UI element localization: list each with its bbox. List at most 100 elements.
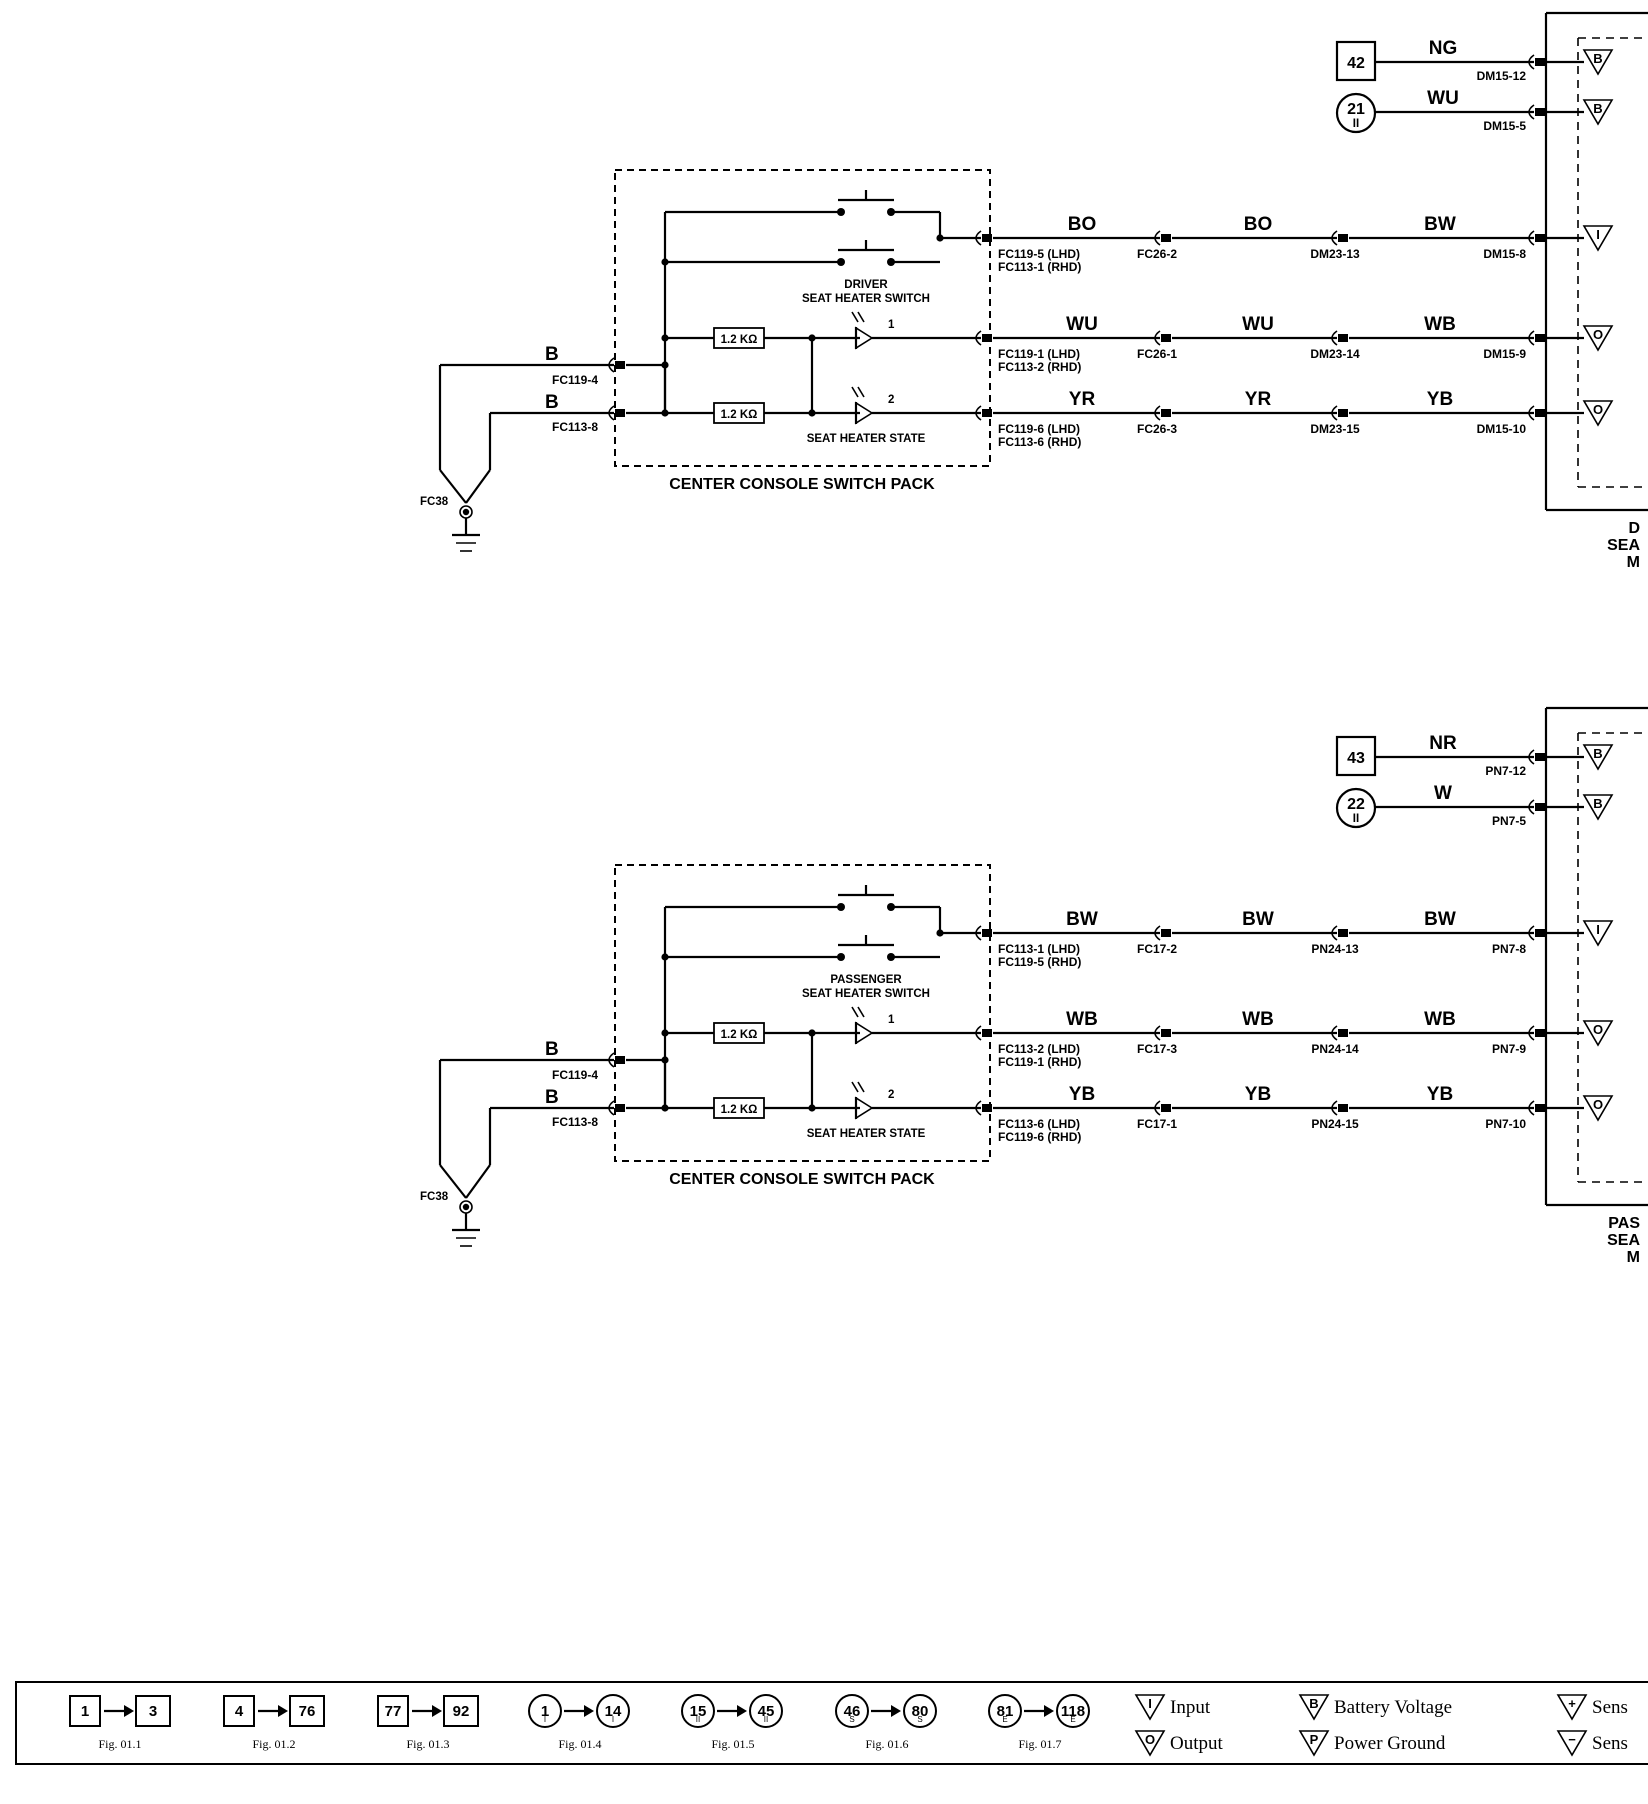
wire-segment [439, 469, 467, 504]
legend-circle-icon [681, 1694, 715, 1728]
legend-triangle-icon [1134, 1694, 1166, 1721]
legend-arrow-head [1044, 1705, 1054, 1717]
pin-letter: B [1593, 746, 1602, 761]
wire-color-label: YR [1245, 389, 1272, 410]
wire-color-label: WB [1242, 1009, 1274, 1030]
wire-segment [439, 1164, 467, 1199]
legend-symbol-label: Power Ground [1334, 1733, 1446, 1754]
switch-contact [837, 953, 845, 961]
pin-letter: I [1596, 227, 1600, 242]
reference-box-number: 42 [1347, 55, 1365, 72]
connector-arc [1154, 330, 1161, 346]
junction-dot [808, 1029, 816, 1037]
triangle-outline [1582, 1020, 1614, 1047]
connector-label: FC26-3 [1137, 422, 1177, 436]
reference-box-number: 43 [1347, 750, 1365, 767]
connector-arc [608, 1100, 615, 1116]
wire-color-label: YB [1069, 1084, 1095, 1105]
connector-arc [1331, 925, 1338, 941]
resistor-label: 1.2 KΩ [721, 334, 758, 346]
resistor-label: 1.2 KΩ [721, 409, 758, 421]
led-icon [851, 311, 874, 350]
wire-color-label: YB [1427, 389, 1453, 410]
legend-circle-icon [903, 1694, 937, 1728]
connector-icon [1154, 1025, 1171, 1041]
connector-label: PN7-12 [1485, 764, 1526, 778]
pin-triangle-icon: I [1582, 225, 1614, 252]
ground-point-label: FC38 [420, 1191, 449, 1203]
connector-label: FC26-1 [1137, 347, 1177, 361]
connector-arc [608, 1052, 615, 1068]
connector-arc [608, 357, 615, 373]
connector-label: PN7-8 [1492, 942, 1526, 956]
pin-triangle-icon: B [1582, 744, 1614, 771]
pin-triangle-icon: O [1582, 1020, 1614, 1047]
reference-circle-sub: II [1353, 813, 1359, 825]
reference-circle-number: 22 [1347, 796, 1365, 813]
connector-arc [1154, 405, 1161, 421]
connector-pin [1535, 1029, 1545, 1037]
connector-pin [1535, 58, 1545, 66]
wire-segment [465, 469, 491, 504]
legend-sub: E [1070, 1715, 1075, 1724]
connector-icon [1331, 330, 1348, 346]
connector-label: DM23-15 [1310, 422, 1360, 436]
legend-fig-label: Fig. 01.3 [406, 1737, 449, 1751]
wire-color-label: B [545, 1087, 559, 1108]
led-ray [851, 386, 859, 398]
legend-fig-label: Fig. 01.6 [865, 1737, 908, 1751]
legend-from: 81 [997, 1703, 1014, 1720]
push-switch-icon [837, 240, 895, 266]
wire-segment [465, 1164, 491, 1199]
resistor-label: 1.2 KΩ [721, 1104, 758, 1116]
switch-pack-label: CENTER CONSOLE SWITCH PACK [669, 476, 935, 493]
legend-triangle-letter: P [1310, 1732, 1319, 1747]
wire-color-label: YB [1245, 1084, 1271, 1105]
connector-label: FC113-6 (RHD) [998, 435, 1081, 449]
legend-symbol-label: Input [1170, 1697, 1211, 1718]
connector-label: FC113-8 [552, 420, 598, 434]
legend-fig-label: Fig. 01.2 [252, 1737, 295, 1751]
led-ray [851, 1006, 859, 1018]
connector-label: PN7-10 [1485, 1117, 1526, 1131]
connector-pin [1535, 803, 1545, 811]
switch-contact [887, 953, 895, 961]
legend-frame [15, 1681, 1648, 1765]
connector-pin [1161, 234, 1171, 242]
wire-color-label: NG [1429, 38, 1458, 59]
module-label: SEA [1607, 537, 1640, 554]
connector-label: PN7-5 [1492, 814, 1526, 828]
connector-pin [615, 361, 625, 369]
legend-from: 77 [385, 1703, 402, 1720]
pin-letter: B [1593, 796, 1602, 811]
connector-label: DM15-8 [1483, 247, 1526, 261]
junction-dot [661, 361, 669, 369]
legend-box-icon [135, 1695, 171, 1727]
connector-label: PN24-15 [1311, 1117, 1359, 1131]
connector-pin [982, 409, 992, 417]
connector-arc [975, 1100, 982, 1116]
wire-color-label: BW [1424, 909, 1456, 930]
legend-arrow-head [737, 1705, 747, 1717]
state-label: SEAT HEATER STATE [807, 1128, 926, 1140]
legend-to: 76 [299, 1703, 316, 1720]
legend-circle-icon [749, 1694, 783, 1728]
led-number: 2 [888, 1089, 894, 1101]
pin-letter: O [1593, 1097, 1603, 1112]
connector-icon [1154, 405, 1171, 421]
legend-to: 45 [758, 1703, 775, 1720]
led-number: 1 [888, 319, 895, 331]
legend-triangle-letter: O [1145, 1732, 1155, 1747]
led-ray [857, 1006, 865, 1018]
switch-pack-outline [614, 169, 991, 467]
wire-color-label: B [545, 344, 559, 365]
connector-label: FC119-6 (RHD) [998, 1130, 1081, 1144]
resistor-label: 1.2 KΩ [721, 1029, 758, 1041]
legend-from: 1 [541, 1703, 549, 1720]
connector-icon [1528, 104, 1545, 120]
